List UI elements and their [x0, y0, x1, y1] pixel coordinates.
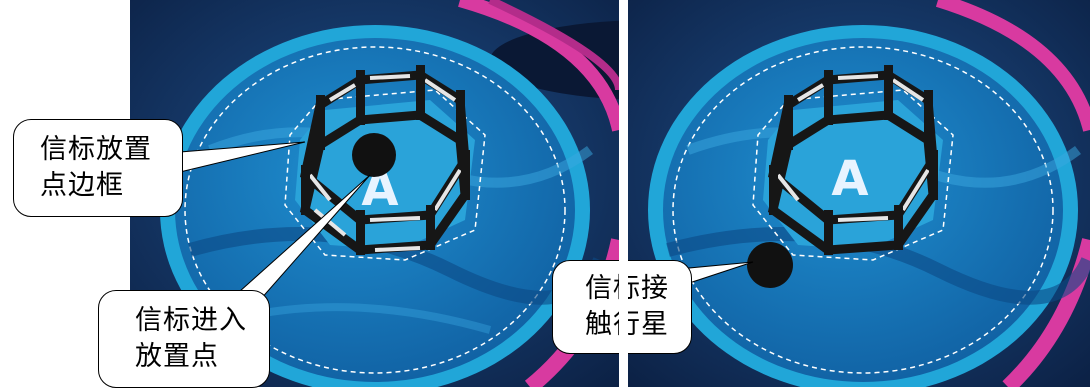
fence-beams	[308, 74, 462, 252]
fence-beams	[776, 74, 930, 222]
callout-enter-text: 信标进入 放置点	[135, 305, 247, 372]
callout-enter: 信标进入 放置点	[98, 290, 270, 388]
callout-frame: 信标放置 点边框	[13, 119, 183, 217]
right-panel: A	[628, 0, 1090, 387]
right-scene: A	[628, 0, 1090, 387]
beacon	[352, 133, 396, 177]
fence-posts	[301, 65, 470, 255]
placement-zone-dashed	[284, 89, 486, 261]
fence-posts	[769, 65, 938, 255]
beacon	[747, 242, 793, 288]
zone-letter: A	[831, 151, 868, 207]
panel-divider	[619, 0, 628, 387]
pink-ring-top	[935, 0, 1090, 132]
callout-frame-text: 信标放置 点边框	[40, 134, 152, 201]
planet-dashed-border	[184, 46, 566, 374]
placement-zone-dashed	[752, 89, 954, 261]
pink-ring-top	[458, 0, 619, 132]
planet-dashed-border	[672, 46, 1054, 374]
